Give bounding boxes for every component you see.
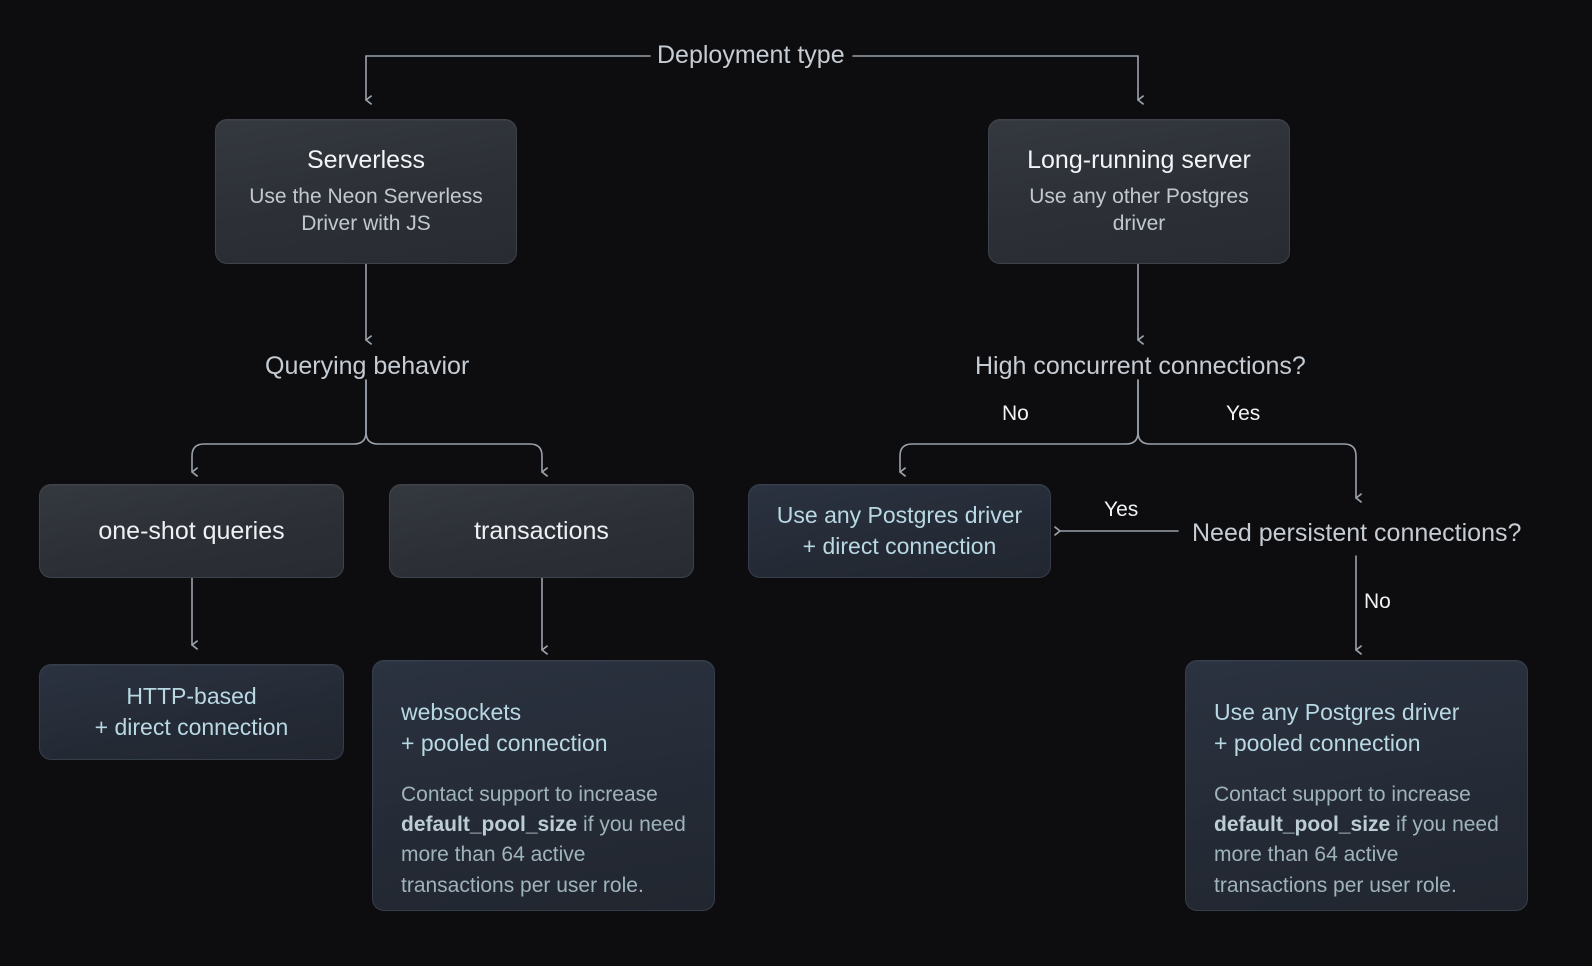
node-http-line2: + direct connection [94, 714, 289, 740]
node-driver-pooled-note: Contact support to increase default_pool… [1214, 780, 1501, 902]
node-websockets-line2: + pooled connection [401, 730, 608, 757]
wire-concurrent-yes [1137, 379, 1362, 503]
note-suffix: if you need more than 64 active transact… [1214, 812, 1499, 897]
node-serverless-subtitle: Use the Neon Serverless Driver with JS [249, 184, 483, 236]
node-long-running-title: Long-running server [1027, 146, 1251, 175]
wire-query-to-oneshot [191, 379, 367, 477]
note-suffix: if you need more than 64 active transact… [401, 812, 686, 897]
question-high-concurrent-connections: High concurrent connections? [975, 352, 1306, 380]
question-querying-behavior: Querying behavior [265, 352, 470, 380]
branch-label-persistent-yes: Yes [1104, 498, 1139, 521]
node-transactions-label: transactions [474, 516, 609, 545]
node-websockets-note: Contact support to increase default_pool… [401, 780, 688, 902]
wire-query-to-transactions [365, 379, 548, 477]
note-code: default_pool_size [1214, 812, 1391, 836]
note-code: default_pool_size [401, 812, 578, 836]
node-long-running-server[interactable]: Long-running server Use any other Postgr… [988, 119, 1290, 264]
branch-label-concurrent-yes: Yes [1226, 402, 1261, 425]
diagram-title: Deployment type [657, 41, 845, 69]
wire-concurrent-no [899, 379, 1139, 477]
node-driver-pooled-line1: Use any Postgres driver [1214, 699, 1460, 725]
node-websockets-pooled[interactable]: websockets + pooled connection Contact s… [372, 660, 715, 911]
note-prefix: Contact support to increase [401, 782, 658, 806]
branch-label-persistent-no: No [1364, 590, 1391, 613]
node-driver-pooled-line2: + pooled connection [1214, 730, 1421, 757]
node-driver-direct-connection[interactable]: Use any Postgres driver + direct connect… [748, 484, 1051, 578]
node-driver-direct-line2: + direct connection [802, 533, 997, 559]
question-need-persistent-connections: Need persistent connections? [1192, 519, 1522, 547]
node-one-shot-label: one-shot queries [98, 516, 285, 545]
node-driver-direct-line1: Use any Postgres driver [776, 501, 1023, 528]
node-serverless[interactable]: Serverless Use the Neon Serverless Drive… [215, 119, 517, 264]
branch-label-concurrent-no: No [1002, 402, 1029, 425]
note-prefix: Contact support to increase [1214, 782, 1471, 806]
node-serverless-title: Serverless [306, 146, 426, 175]
node-one-shot-queries[interactable]: one-shot queries [39, 484, 344, 578]
node-transactions[interactable]: transactions [389, 484, 694, 578]
node-http-direct-connection[interactable]: HTTP-based + direct connection [39, 664, 344, 760]
node-long-running-subtitle: Use any other Postgres driver [1029, 184, 1249, 236]
node-driver-pooled[interactable]: Use any Postgres driver + pooled connect… [1185, 660, 1528, 911]
node-websockets-line1: websockets [401, 699, 522, 725]
node-http-line1: HTTP-based [126, 682, 257, 709]
